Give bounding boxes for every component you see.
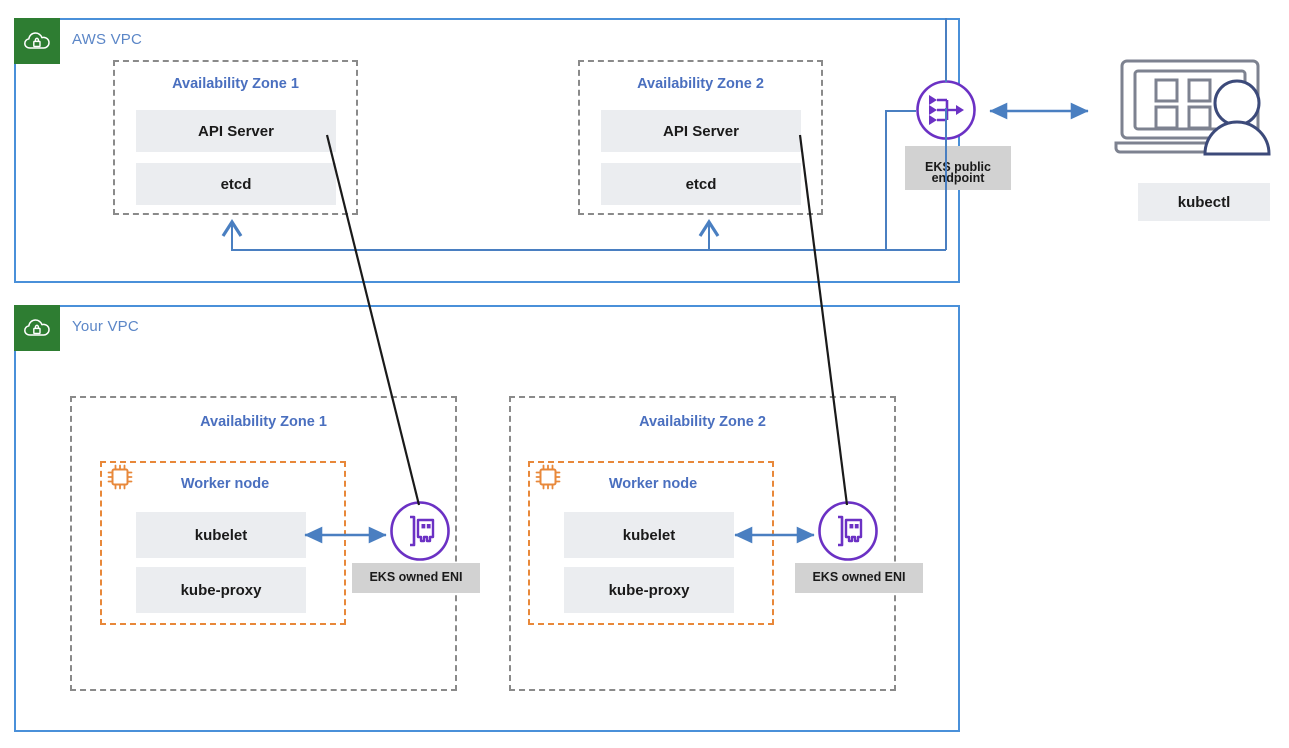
aws-az-1-api-server: API Server (136, 110, 336, 152)
your-az-2-box (509, 396, 896, 691)
your-az-1-eni-caption: EKS owned ENI (352, 563, 480, 593)
aws-vpc-badge (14, 18, 60, 64)
aws-az-1-etcd: etcd (136, 163, 336, 205)
laptop-user-icon (1114, 59, 1271, 156)
your-az-2-kube-proxy: kube-proxy (564, 567, 734, 613)
your-az-1-kubelet: kubelet (136, 512, 306, 558)
your-az-1-eni-icon-wrap[interactable] (389, 500, 451, 567)
aws-az-2-etcd: etcd (601, 163, 801, 205)
eks-endpoint-caption-line1: EKS public (925, 160, 991, 175)
aws-az-2-title: Availability Zone 2 (637, 76, 764, 92)
your-az-2-title: Availability Zone 2 (639, 414, 766, 430)
load-balancer-icon (916, 80, 976, 140)
your-vpc-title: Your VPC (72, 318, 139, 335)
cloud-lock-icon (24, 32, 50, 49)
your-az-2-worker-chip-icon-wrap (532, 461, 564, 498)
eks-public-endpoint-caption: EKS public (905, 146, 1011, 190)
your-vpc-badge (14, 305, 60, 351)
your-az-1-worker-title: Worker node (180, 476, 270, 492)
your-az-2-eni-caption: EKS owned ENI (795, 563, 923, 593)
kubectl-label: kubectl (1138, 183, 1270, 221)
cpu-chip-icon (107, 464, 133, 490)
your-az-1-worker-chip-icon-wrap (104, 461, 136, 498)
aws-az-2-api-server: API Server (601, 110, 801, 152)
your-az-2-worker-title: Worker node (608, 476, 698, 492)
network-interface-icon (818, 501, 878, 561)
aws-vpc-title: AWS VPC (72, 31, 143, 48)
your-az-1-kube-proxy: kube-proxy (136, 567, 306, 613)
eks-endpoint-caption-line2: endpoint (931, 170, 985, 185)
aws-az-1-title: Availability Zone 1 (172, 76, 299, 92)
your-az-1-title: Availability Zone 1 (200, 414, 327, 430)
your-az-1-box (70, 396, 457, 691)
eks-public-endpoint-icon-wrap[interactable] (915, 79, 977, 146)
eks-public-endpoint-caption-line2-wrap: endpoint (905, 167, 1011, 190)
your-az-2-kubelet: kubelet (564, 512, 734, 558)
cloud-lock-icon (24, 319, 50, 336)
your-az-2-eni-icon-wrap[interactable] (817, 500, 879, 567)
kubectl-client-icon-wrap (1113, 55, 1285, 180)
cpu-chip-icon (535, 464, 561, 490)
network-interface-icon (390, 501, 450, 561)
